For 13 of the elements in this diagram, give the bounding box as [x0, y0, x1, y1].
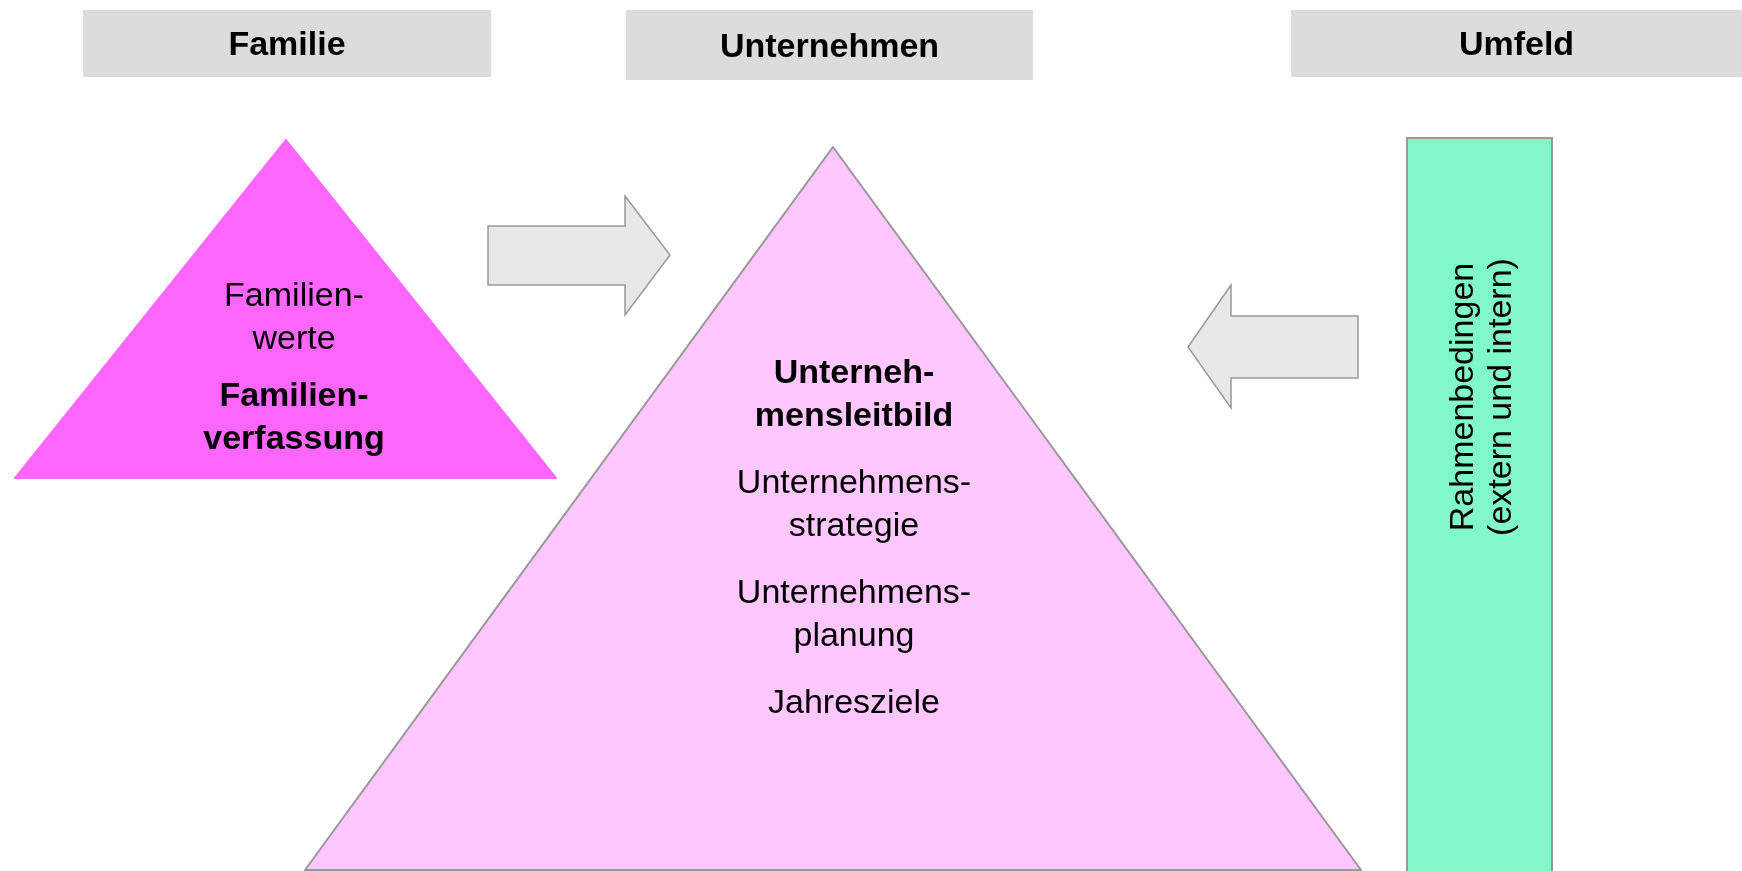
label-text: Jahresziele	[767, 681, 941, 722]
label-text: Familien- verfassung	[202, 374, 386, 458]
vertical-bar	[1406, 137, 1553, 871]
label-text: Unterneh- mensleitbild	[753, 351, 955, 435]
label-text: Unternehmens- planung	[735, 571, 973, 655]
block-arrow	[487, 193, 671, 318]
label-text: Unternehmens- strategie	[735, 461, 973, 545]
header-box: Familie	[83, 10, 491, 77]
label-text: Familien- werte	[223, 274, 365, 358]
header-box: Umfeld	[1291, 10, 1742, 77]
block-arrow	[1187, 282, 1359, 411]
header-box: Unternehmen	[626, 10, 1033, 80]
vertical-label: Rahmenbedingen (extern und intern)	[1441, 257, 1518, 538]
